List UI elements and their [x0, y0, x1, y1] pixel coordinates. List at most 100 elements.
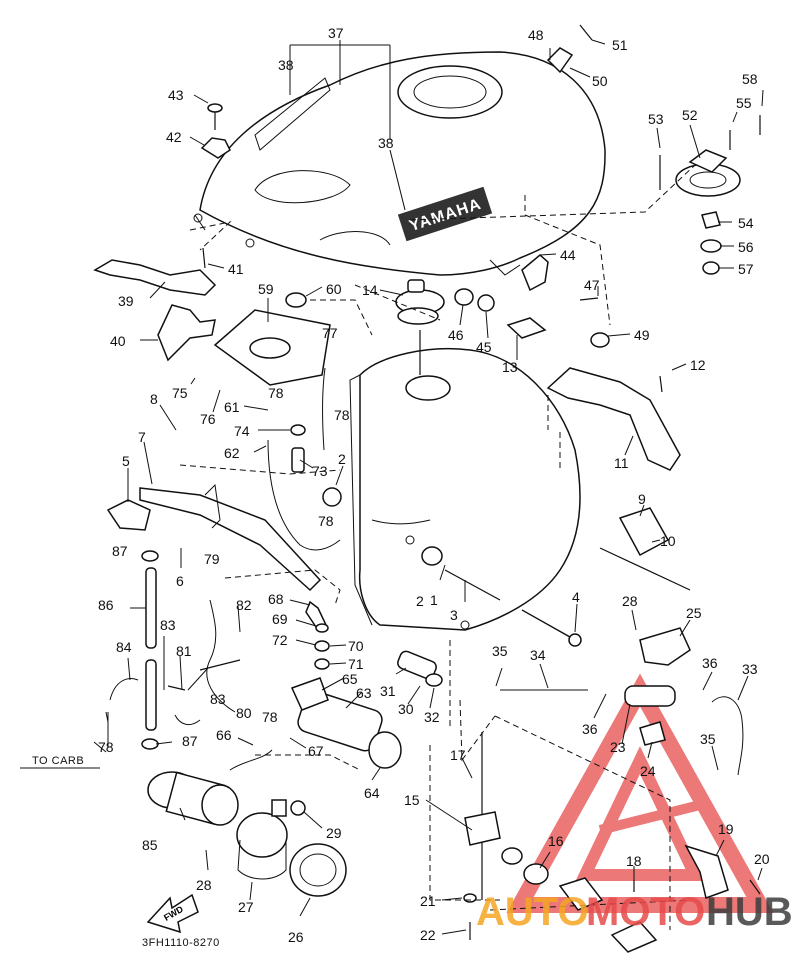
callout-39: 39: [118, 293, 134, 309]
grommet-45-46: [454, 288, 495, 312]
callout-36b: 36: [702, 655, 718, 671]
callout-53: 53: [648, 111, 664, 127]
connector-30-32: [397, 650, 443, 687]
fuel-lines-left: [107, 550, 241, 750]
callout-23: 23: [610, 739, 626, 755]
callout-45: 45: [476, 339, 492, 355]
rubber-9: [618, 507, 670, 557]
bolt-4: [521, 609, 573, 639]
callout-83: 83: [160, 617, 176, 633]
tank-cover: YAMAHA: [193, 51, 606, 276]
callout-57: 57: [738, 261, 754, 277]
callout-10: 10: [660, 533, 676, 549]
callout-81: 81: [176, 643, 192, 659]
bolt-47-49: [579, 297, 610, 348]
fwd-arrow: FWD: [146, 893, 199, 934]
callout-13: 13: [502, 359, 518, 375]
callout-78e: 78: [98, 739, 114, 755]
callout-29: 29: [326, 825, 342, 841]
callout-55: 55: [736, 95, 752, 111]
leader-lines: [20, 39, 764, 935]
callout-86: 86: [98, 597, 114, 613]
callout-63: 63: [356, 685, 372, 701]
callout-84: 84: [116, 639, 132, 655]
callout-19: 19: [718, 821, 734, 837]
callout-64: 64: [364, 785, 380, 801]
callout-34: 34: [530, 647, 546, 663]
callout-75: 75: [172, 385, 188, 401]
callout-58: 58: [742, 71, 758, 87]
bolt-12: [659, 375, 663, 393]
callout-21: 21: [420, 893, 436, 909]
callout-28b: 28: [622, 593, 638, 609]
callout-37: 37: [328, 25, 344, 41]
callout-33: 33: [742, 661, 758, 677]
filter-23: [624, 685, 676, 707]
callout-87b: 87: [182, 733, 198, 749]
callout-51: 51: [612, 37, 628, 53]
callout-22: 22: [420, 927, 436, 943]
callout-80: 80: [236, 705, 252, 721]
callout-43: 43: [168, 87, 184, 103]
callout-47: 47: [584, 277, 600, 293]
callout-2: 2: [338, 451, 346, 467]
callout-4: 4: [572, 589, 580, 605]
callout-31: 31: [380, 683, 396, 699]
callout-74: 74: [234, 423, 250, 439]
fuel-pump: [290, 677, 402, 769]
callout-7: 7: [138, 429, 146, 445]
watermark-moto: MOTO: [586, 890, 705, 934]
bracket-39: [93, 259, 217, 296]
callout-73: 73: [312, 463, 328, 479]
callout-12: 12: [690, 357, 706, 373]
callout-41: 41: [228, 261, 244, 277]
callout-6: 6: [176, 573, 184, 589]
callout-62: 62: [224, 445, 240, 461]
callout-2b: 2: [416, 593, 424, 609]
callout-27: 27: [238, 899, 254, 915]
callout-78d: 78: [262, 709, 278, 725]
ring-26: [289, 800, 347, 897]
pump-parts-68-72: [305, 600, 330, 670]
callout-35b: 35: [700, 731, 716, 747]
callout-5: 5: [122, 453, 130, 469]
callout-71: 71: [348, 656, 364, 672]
callout-35: 35: [492, 643, 508, 659]
callout-85: 85: [142, 837, 158, 853]
callout-46: 46: [448, 327, 464, 343]
callout-78a: 78: [268, 385, 284, 401]
callout-32: 32: [424, 709, 440, 725]
diagram-code: 3FH1110-8270: [142, 937, 220, 949]
rear-bracket-11: [546, 367, 681, 471]
callout-82: 82: [236, 597, 252, 613]
callout-30: 30: [398, 701, 414, 717]
hose-62: [267, 439, 341, 551]
callout-83b: 83: [210, 691, 226, 707]
fuel-cock: [463, 732, 658, 953]
callout-76: 76: [200, 411, 216, 427]
part-19: [684, 844, 761, 899]
callout-54: 54: [738, 215, 754, 231]
hose-33: [711, 696, 744, 776]
callout-59: 59: [258, 281, 274, 297]
holder-24: [639, 721, 666, 746]
callout-48: 48: [528, 27, 544, 43]
callout-79: 79: [204, 551, 220, 567]
callout-9: 9: [638, 491, 646, 507]
callout-38: 38: [278, 57, 294, 73]
bracket-25: [639, 627, 691, 666]
reference-lines: [179, 164, 696, 930]
callout-11: 11: [614, 455, 629, 471]
hose-77: [322, 367, 326, 451]
damper-13: [506, 317, 547, 339]
clip-2: [322, 487, 342, 507]
bracket-5: [106, 499, 151, 531]
callout-28: 28: [196, 877, 212, 893]
callout-60: 60: [326, 281, 342, 297]
bracket-44: [521, 254, 549, 292]
watermark-logo: [506, 673, 774, 913]
callout-70: 70: [348, 638, 364, 654]
callout-49: 49: [634, 327, 650, 343]
watermark-auto: AUTO: [476, 890, 589, 934]
tank-cap-14: [395, 279, 445, 375]
